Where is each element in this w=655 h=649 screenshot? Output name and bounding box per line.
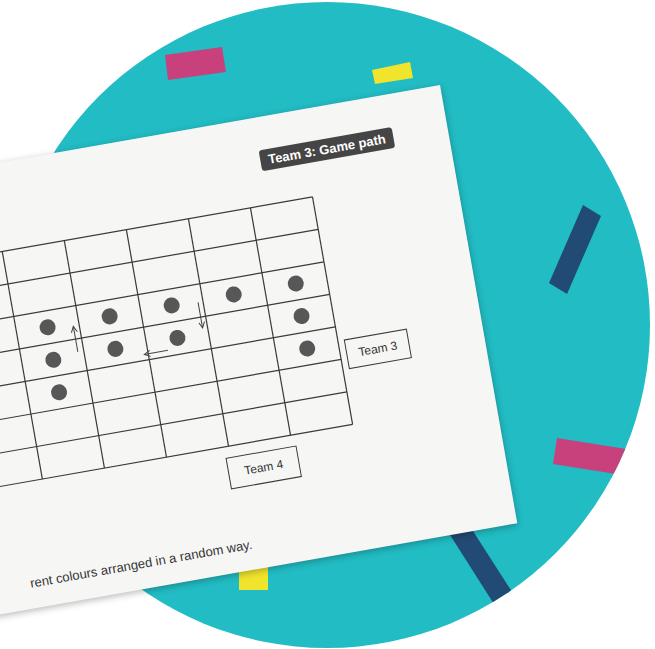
path-dot <box>298 339 317 358</box>
grid-line <box>0 327 335 393</box>
path-dot <box>287 274 306 293</box>
tape-strip <box>165 47 226 80</box>
path-dot <box>100 307 119 326</box>
grid-line <box>188 219 228 446</box>
path-dots <box>38 274 316 401</box>
grid-line <box>0 229 318 295</box>
grid-line <box>0 424 353 490</box>
path-dot <box>38 318 57 337</box>
tape-strip <box>372 62 413 84</box>
path-dot <box>168 329 187 348</box>
team-label: Team 4 <box>243 457 284 478</box>
grid-line <box>0 262 324 328</box>
path-dot <box>292 307 311 326</box>
arrow-up <box>73 326 78 352</box>
path-dot <box>50 383 69 402</box>
team-label: Team 3 <box>357 338 398 359</box>
arrow-down <box>198 302 203 328</box>
direction-arrows <box>73 302 205 365</box>
grid-line <box>2 252 42 479</box>
path-dot <box>106 340 125 359</box>
team-box: Team 4 <box>225 445 301 489</box>
path-dot <box>44 351 63 370</box>
tape-strip <box>549 205 601 294</box>
grid-line <box>312 197 352 424</box>
path-dot <box>224 285 243 304</box>
grid-line <box>0 359 341 425</box>
grid-line <box>64 241 104 468</box>
grid-line <box>0 294 330 360</box>
arrow-left <box>144 350 168 354</box>
grid-lines <box>0 197 353 490</box>
path-dot <box>162 296 181 315</box>
team-box: Team 3 <box>344 328 412 369</box>
tape-strip <box>553 438 645 478</box>
grid-line <box>0 197 312 263</box>
grid-line <box>126 230 166 457</box>
grid-line <box>250 208 290 435</box>
title-label: Team 3: Game path <box>259 127 396 171</box>
